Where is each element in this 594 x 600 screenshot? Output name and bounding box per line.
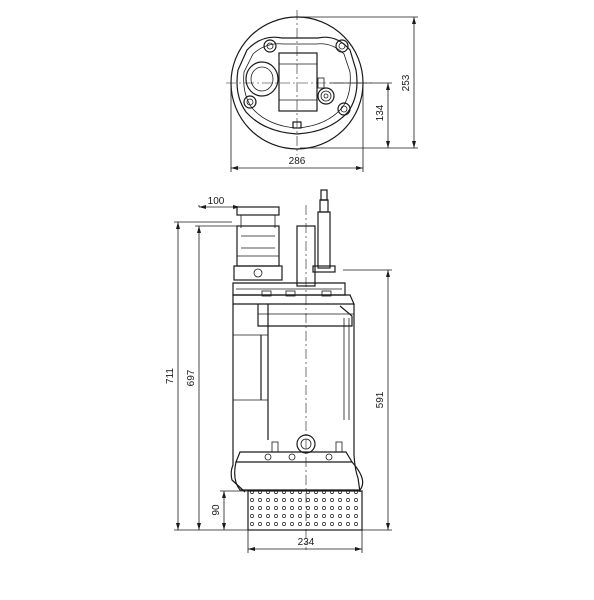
top-offset-label: 134 (375, 104, 386, 121)
top-view (226, 10, 372, 155)
outlet-height-label: 697 (186, 369, 197, 386)
strainer-height-label: 90 (211, 504, 222, 516)
outlet-label: 100 (208, 196, 225, 207)
top-view-dimensions: 286 253 134 (230, 16, 418, 172)
side-view (230, 189, 364, 550)
body-height-label: 591 (375, 391, 386, 408)
strainer-width-label: 234 (298, 537, 315, 548)
top-width-label: 286 (289, 156, 306, 167)
top-height-label: 253 (401, 74, 412, 91)
side-view-dimensions: 100 711 697 591 90 234 (165, 196, 392, 553)
overall-height-label: 711 (165, 368, 176, 384)
